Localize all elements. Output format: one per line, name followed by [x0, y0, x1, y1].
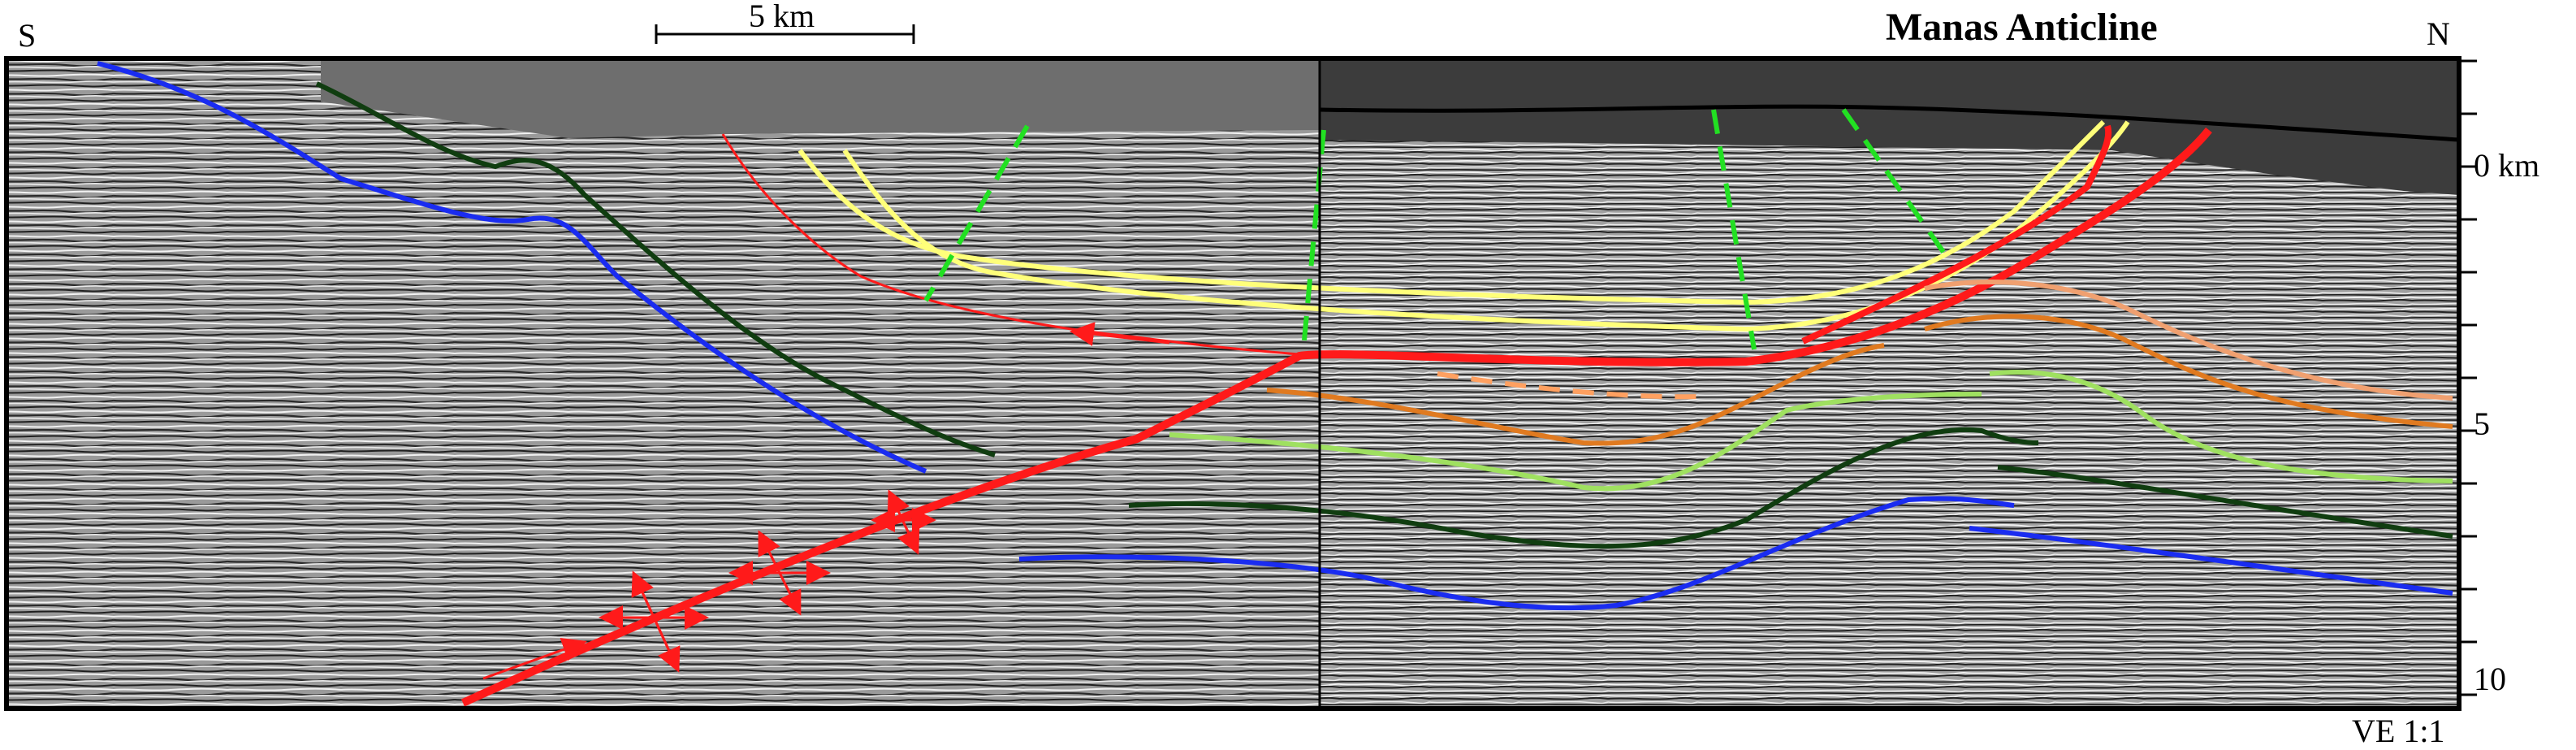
stress-axis-symbol-3 — [871, 489, 936, 555]
thrust-splay-upper — [1801, 124, 2112, 345]
topographic-surface-line — [1319, 104, 2460, 142]
dark-green-horizon-far-right — [1997, 465, 2453, 539]
vertical-exaggeration-label: VE 1:1 — [2352, 713, 2445, 749]
dark-green-horizon-right — [1128, 427, 2039, 549]
fault-slip-arrow-lower — [482, 638, 587, 680]
green-fold-hinge-right-1 — [1711, 109, 1757, 350]
north-direction-label: N — [2427, 15, 2450, 52]
blue-horizon-right — [1018, 496, 2015, 611]
figure-title: Manas Anticline — [1886, 6, 2158, 49]
scale-bar — [655, 24, 915, 44]
stress-axis-symbol-2 — [728, 530, 831, 616]
dark-green-horizon-left — [315, 81, 996, 457]
blue-horizon-left — [97, 61, 927, 474]
stress-axis-symbol-1 — [599, 570, 709, 673]
light-green-horizon-right — [1989, 370, 2453, 483]
left-sky-area — [321, 59, 1320, 138]
seismic-left-panel — [6, 59, 1320, 709]
section-frame — [4, 56, 2461, 711]
scale-bar-label: 5 km — [749, 0, 815, 34]
green-fold-hinge-left — [923, 124, 1030, 302]
depth-axis-tick-10: 10 — [2474, 661, 2506, 697]
right-topo-area — [1320, 59, 2459, 195]
depth-axis-zero-label: 0 km — [2474, 147, 2540, 184]
green-fold-hinge-right-2 — [1841, 108, 1951, 262]
fault-slip-arrow-upper — [1070, 322, 1170, 347]
orange-horizon-right — [1924, 314, 2453, 429]
south-direction-label: S — [18, 17, 37, 54]
orange-dashed-horizon — [1437, 371, 1706, 400]
red-fault-splay-left — [721, 133, 1300, 356]
blue-horizon-far-right — [1969, 526, 2453, 596]
yellow-growth-stratum-2 — [842, 120, 2130, 332]
depth-axis-ticks — [2459, 59, 2477, 696]
depth-axis-tick-5: 5 — [2474, 405, 2490, 442]
orange-horizon-left — [1266, 343, 1885, 446]
peach-horizon — [1924, 280, 2453, 401]
light-green-horizon-left — [1169, 392, 1982, 492]
